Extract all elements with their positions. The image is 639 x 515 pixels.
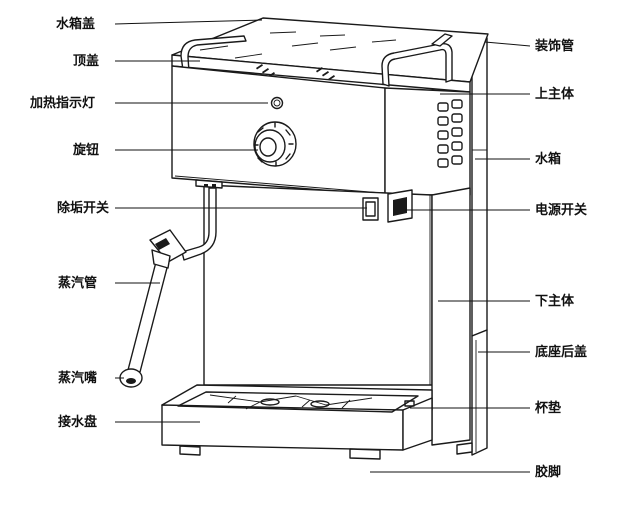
label-water-tank-lid: 水箱盖 [56, 16, 95, 32]
group-head [195, 179, 223, 189]
steam-pipe-drawing [119, 187, 217, 388]
label-power-switch: 电源开关 [535, 202, 587, 218]
upper-body-front [171, 65, 471, 196]
label-steam-nozzle: 蒸汽嘴 [58, 370, 97, 386]
label-drip-tray: 接水盘 [58, 414, 97, 430]
label-lower-body: 下主体 [535, 293, 575, 309]
label-decorative-pipe: 装饰管 [534, 38, 574, 54]
drip-tray-drawing [161, 384, 433, 451]
leader-lines [114, 19, 531, 473]
machine-drawing [119, 17, 489, 460]
label-steam-pipe: 蒸汽管 [58, 275, 97, 291]
label-cup-pad: 杯垫 [535, 400, 561, 416]
label-upper-body: 上主体 [535, 86, 575, 102]
label-rubber-foot: 胶脚 [535, 464, 561, 480]
side-vents [437, 99, 463, 168]
label-descale-switch: 除垢开关 [57, 200, 109, 216]
labels-right: 装饰管 上主体 水箱 电源开关 下主体 底座后盖 杯垫 胶脚 [534, 38, 587, 480]
label-base-rear-cover: 底座后盖 [535, 344, 587, 360]
label-knob: 旋钮 [72, 142, 99, 158]
label-water-tank: 水箱 [535, 151, 561, 167]
label-heating-indicator: 加热指示灯 [29, 95, 95, 111]
water-tank-body [471, 37, 488, 456]
label-top-cover: 顶盖 [73, 53, 99, 69]
lower-body [203, 184, 471, 446]
labels-left: 水箱盖 顶盖 加热指示灯 旋钮 除垢开关 蒸汽管 蒸汽嘴 接水盘 [29, 16, 109, 430]
top-lid [171, 17, 489, 93]
rubber-feet-drawing [179, 442, 473, 460]
